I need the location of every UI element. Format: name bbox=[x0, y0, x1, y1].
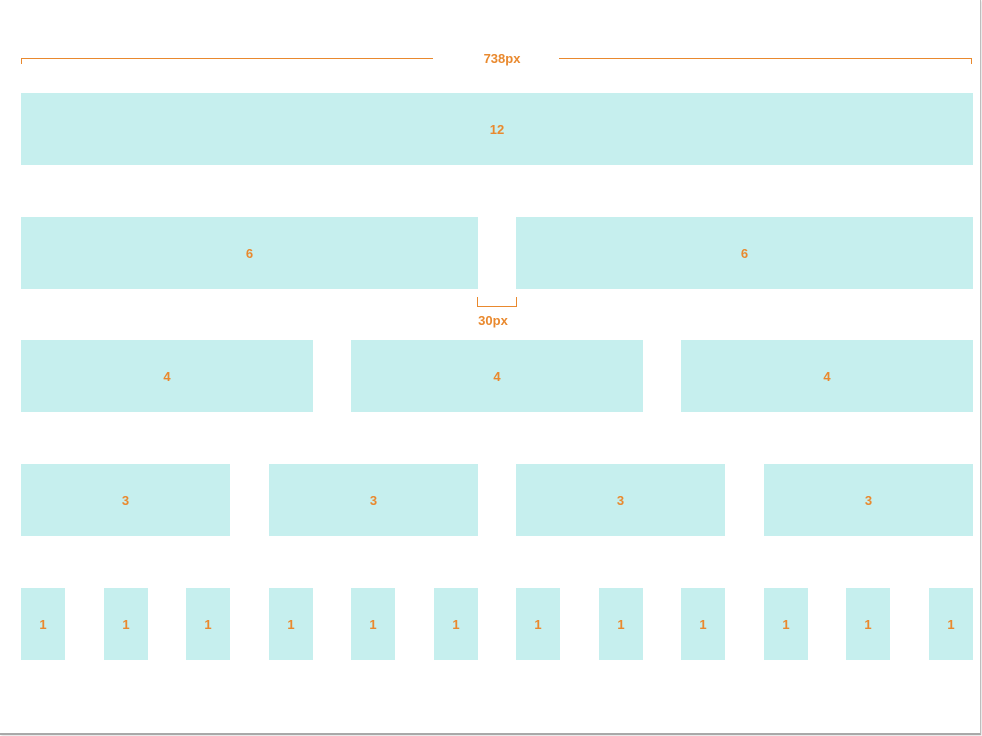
width-measure-tick-left bbox=[21, 58, 22, 64]
grid-column: 1 bbox=[186, 588, 230, 660]
grid-column: 3 bbox=[21, 464, 230, 536]
gutter-width-label: 30px bbox=[478, 313, 508, 328]
grid-column: 1 bbox=[434, 588, 478, 660]
grid-column: 6 bbox=[21, 217, 478, 289]
grid-column: 1 bbox=[516, 588, 560, 660]
grid-column: 6 bbox=[516, 217, 973, 289]
grid-column: 1 bbox=[21, 588, 65, 660]
grid-column: 3 bbox=[516, 464, 725, 536]
grid-column: 1 bbox=[764, 588, 808, 660]
grid-column: 1 bbox=[681, 588, 725, 660]
grid-column: 3 bbox=[764, 464, 973, 536]
gutter-measure-bracket bbox=[477, 297, 517, 307]
width-measure-line-left bbox=[21, 58, 433, 59]
grid-column: 1 bbox=[104, 588, 148, 660]
container-width-label: 738px bbox=[483, 51, 521, 66]
grid-row-4: 4 4 4 bbox=[21, 340, 973, 412]
grid-row-12: 12 bbox=[21, 93, 973, 165]
grid-column: 3 bbox=[269, 464, 478, 536]
grid-column: 1 bbox=[351, 588, 395, 660]
grid-column: 1 bbox=[599, 588, 643, 660]
grid-column: 4 bbox=[681, 340, 973, 412]
grid-column: 1 bbox=[929, 588, 973, 660]
width-measure-tick-right bbox=[971, 58, 972, 64]
grid-column: 1 bbox=[269, 588, 313, 660]
grid-column: 4 bbox=[21, 340, 313, 412]
grid-row-1: 1 1 1 1 1 1 1 1 1 1 1 1 bbox=[21, 588, 973, 660]
grid-row-6: 6 6 bbox=[21, 217, 973, 289]
width-measure-line-right bbox=[559, 58, 972, 59]
grid-row-3: 3 3 3 3 bbox=[21, 464, 973, 536]
grid-column: 4 bbox=[351, 340, 643, 412]
grid-column: 1 bbox=[846, 588, 890, 660]
grid-column: 12 bbox=[21, 93, 973, 165]
